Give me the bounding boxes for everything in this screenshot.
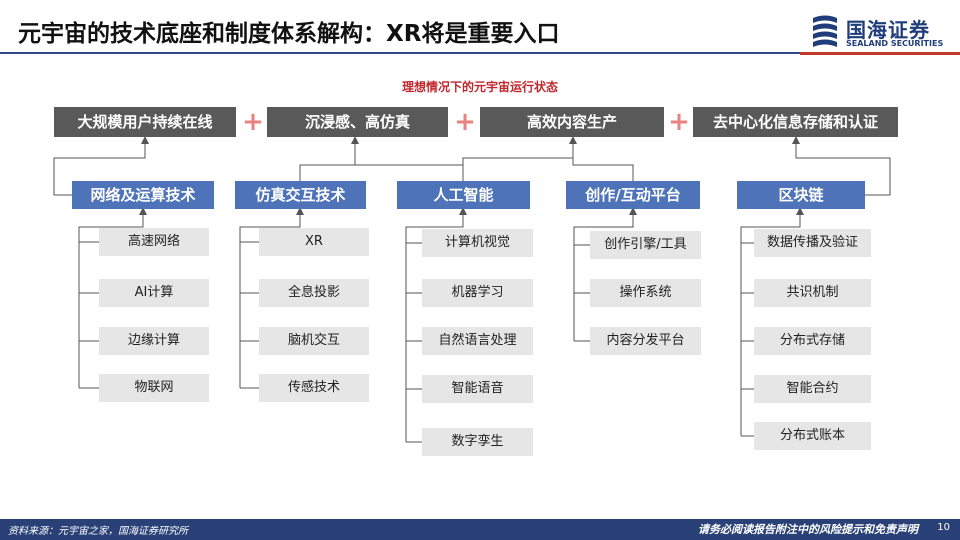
diagram-subtitle: 理想情况下的元宇宙运行状态 [401, 80, 558, 94]
leaf-item: 分布式存储 [754, 327, 871, 355]
brand-name-cn: 国海证券 [846, 18, 930, 42]
plus-icon: + [668, 107, 690, 137]
leaf-item: 计算机视觉 [422, 229, 533, 257]
leaf-item: 数据传播及验证 [754, 229, 871, 257]
leaf-item: 操作系统 [590, 279, 701, 307]
tech-box-creation-platform: 创作/互动平台 [566, 181, 700, 209]
leaf-item: 内容分发平台 [590, 327, 701, 355]
leaf-item: 全息投影 [259, 279, 369, 307]
leaf-item: 智能语音 [422, 375, 533, 403]
tech-box-network-computing: 网络及运算技术 [72, 181, 214, 209]
leaf-item: 分布式账本 [754, 422, 871, 450]
leaf-item: 智能合约 [754, 375, 871, 403]
leaf-item: 边缘计算 [99, 327, 209, 355]
source-note: 资料来源：元宇宙之家，国海证券研究所 [8, 526, 188, 537]
leaf-item: 共识机制 [754, 279, 871, 307]
leaf-item: 脑机交互 [259, 327, 369, 355]
plus-icon: + [454, 107, 476, 137]
leaf-item: 创作引擎/工具 [590, 231, 701, 259]
brand-logo: 国海证券 SEALAND SECURITIES [810, 12, 946, 52]
leaf-item: 高速网络 [99, 228, 209, 256]
leaf-item: 机器学习 [422, 279, 533, 307]
leaf-item: 自然语言处理 [422, 327, 533, 355]
goal-box-decentralized-storage: 去中心化信息存储和认证 [693, 107, 898, 137]
goal-box-immersion: 沉浸感、高仿真 [267, 107, 448, 137]
tech-box-simulation-interaction: 仿真交互技术 [235, 181, 366, 209]
tech-box-blockchain: 区块链 [737, 181, 865, 209]
brand-name-en: SEALAND SECURITIES [846, 39, 944, 48]
plus-icon: + [242, 107, 264, 137]
header-rule-accent [800, 52, 960, 55]
leaf-item: 数字孪生 [422, 428, 533, 456]
page-title: 元宇宙的技术底座和制度体系解构：XR将是重要入口 [18, 21, 560, 47]
tech-box-ai: 人工智能 [397, 181, 530, 209]
header-rule [0, 52, 800, 54]
leaf-item: 传感技术 [259, 374, 369, 402]
goal-box-online-users: 大规模用户持续在线 [54, 107, 236, 137]
leaf-item: AI计算 [99, 279, 209, 307]
sealand-logo-icon [813, 15, 837, 47]
page-number: 10 [937, 522, 950, 533]
disclaimer-note: 请务必阅读报告附注中的风险提示和免责声明 [698, 523, 918, 536]
leaf-item: 物联网 [99, 374, 209, 402]
leaf-item: XR [259, 228, 369, 256]
goal-box-content-production: 高效内容生产 [480, 107, 664, 137]
footer-bar: 资料来源：元宇宙之家，国海证券研究所 请务必阅读报告附注中的风险提示和免责声明 … [0, 519, 960, 540]
